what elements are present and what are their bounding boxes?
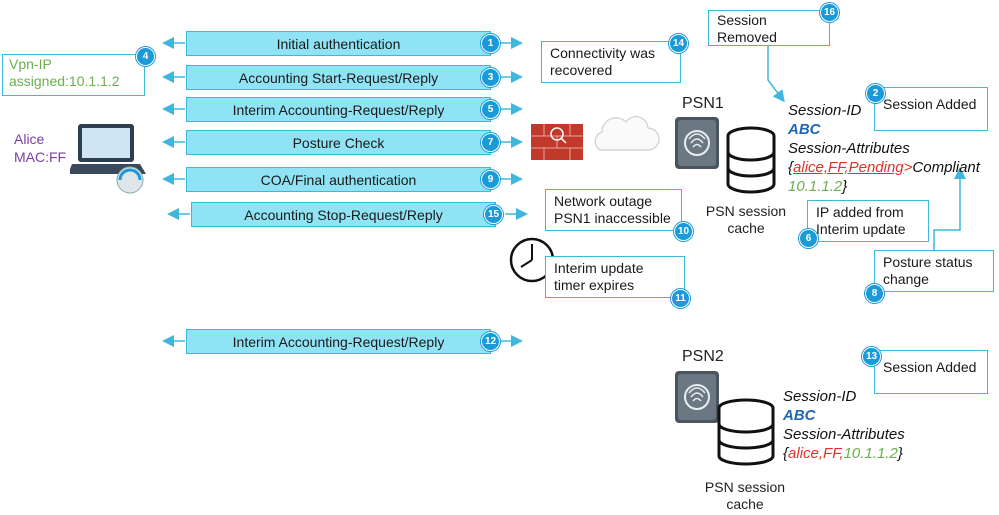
psn1-database-icon	[726, 126, 776, 199]
psn2-label: PSN2	[682, 348, 724, 365]
step-badge: 14	[669, 34, 688, 53]
vpn-ip-callout: Vpn-IP assigned:10.1.1.2	[2, 54, 145, 96]
psn2-database-icon	[716, 398, 776, 471]
clock-icon	[508, 236, 556, 289]
step-badge: 7	[481, 133, 500, 152]
step-badge: 4	[136, 47, 155, 66]
psn1-cache-label: PSN session cache	[705, 203, 787, 236]
msg-coa-final-auth: COA/Final authentication	[186, 167, 491, 192]
timer-callout: Interim update timer expires	[545, 256, 685, 298]
client-mac: MAC:FF	[14, 149, 67, 165]
network-outage-callout: Network outage PSN1 inaccessible	[545, 189, 682, 231]
step-badge: 16	[820, 3, 839, 22]
msg-accounting-stop: Accounting Stop-Request/Reply	[191, 202, 496, 227]
msg-initial-auth: Initial authentication	[186, 31, 491, 56]
psn1-server-icon	[675, 117, 719, 174]
msg-accounting-start: Accounting Start-Request/Reply	[186, 65, 491, 90]
msg-interim-accounting: Interim Accounting-Request/Reply	[186, 97, 491, 122]
psn1-label: PSN1	[682, 95, 724, 112]
firewall-icon	[531, 124, 583, 165]
posture-status-callout: Posture status change	[874, 250, 994, 292]
step-badge: 1	[481, 34, 500, 53]
step-badge: 6	[799, 229, 818, 248]
step-badge: 13	[862, 347, 881, 366]
client-name: Alice	[14, 131, 45, 147]
session-added-callout-1: Session Added	[874, 87, 988, 131]
psn2-session-block: Session-ID ABC Session-Attributes {alice…	[783, 388, 905, 462]
psn2-server-icon	[675, 371, 719, 428]
step-badge: 8	[865, 284, 884, 303]
ip-added-callout: IP added from Interim update	[807, 200, 929, 242]
step-badge: 15	[484, 205, 503, 224]
step-badge: 12	[481, 332, 500, 351]
cloud-icon	[588, 112, 660, 161]
connectivity-callout: Connectivity was recovered	[541, 41, 681, 83]
step-badge: 5	[481, 100, 500, 119]
laptop-icon	[68, 122, 150, 203]
session-removed-callout: Session Removed	[708, 10, 830, 46]
step-badge: 2	[866, 84, 885, 103]
step-badge: 3	[481, 68, 500, 87]
psn1-session-block: Session-ID ABC Session-Attributes {alice…	[788, 102, 980, 195]
step-badge: 9	[481, 170, 500, 189]
psn2-cache-label: PSN session cache	[704, 479, 786, 512]
step-badge: 11	[671, 289, 690, 308]
session-added-callout-2: Session Added	[874, 350, 988, 394]
step-badge: 10	[674, 222, 693, 241]
msg-interim-accounting-2: Interim Accounting-Request/Reply	[186, 329, 491, 354]
msg-posture-check: Posture Check	[186, 130, 491, 155]
